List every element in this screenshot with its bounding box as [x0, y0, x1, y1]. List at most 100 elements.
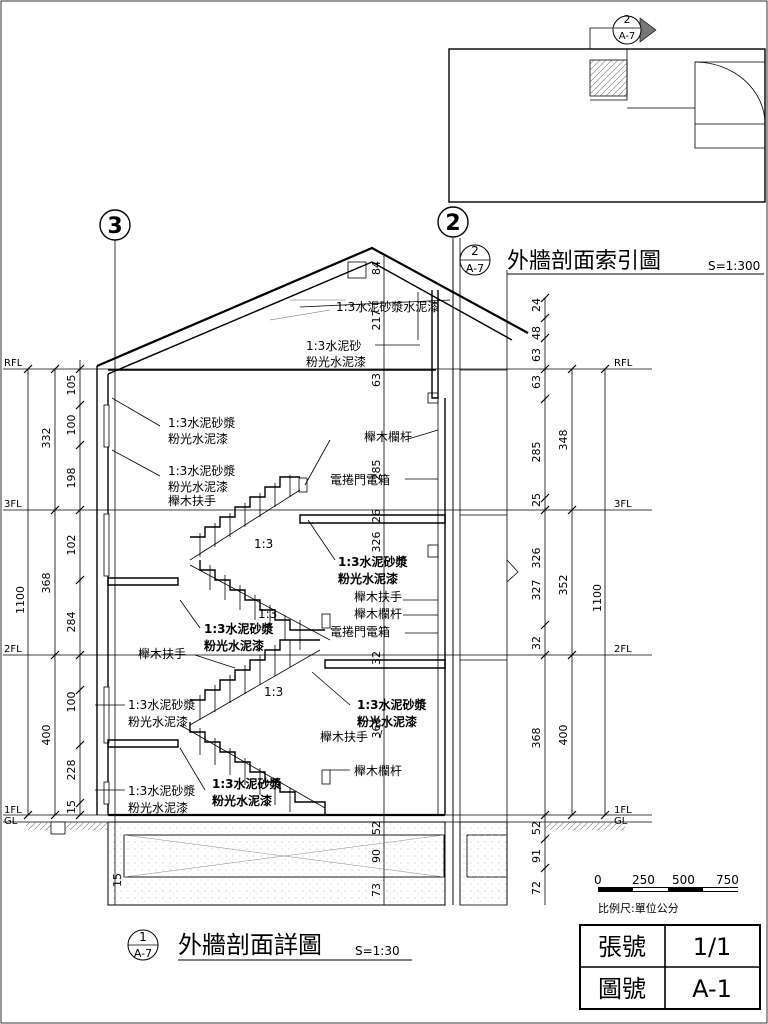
scale-bar: 0 250 500 750 比例尺:單位公分 — [594, 873, 739, 915]
index-scale: S=1:300 — [708, 259, 760, 273]
level-left-gl: GL — [4, 816, 18, 827]
scale-caption: 比例尺:單位公分 — [598, 901, 679, 915]
left-dim-mid-1: 332 — [40, 428, 53, 449]
level-right-rfl: RFL — [614, 358, 633, 369]
window-2f — [103, 686, 110, 744]
roof — [96, 246, 529, 399]
left-dim-mid-2: 368 — [40, 573, 53, 594]
note-n7-l2: 粉光水泥漆 — [338, 571, 398, 586]
ground-hatch-right — [545, 822, 625, 830]
note-n2-l1: 1:3水泥砂漿 — [168, 415, 235, 430]
right-dim-inner-12: 72 — [530, 881, 543, 895]
right-wall-profile — [427, 238, 519, 905]
section-index-title: 2 A-7 外牆剖面索引圖 S=1:300 — [459, 244, 764, 276]
right-dim-inner-2: 48 — [530, 326, 543, 340]
right-dim-inner-5: 285 — [530, 442, 543, 463]
note-n13-l2: 粉光水泥漆 — [357, 714, 417, 729]
left-dim-inner-7: 228 — [65, 760, 78, 781]
level-labels-right: RFL 3FL 2FL 1FL GL — [614, 358, 633, 827]
stair-flight-2f-up — [189, 639, 321, 726]
right-dimension-chains: 1100 348 352 400 24 48 63 63 285 25 327 … — [530, 293, 610, 905]
note-n7-l1: 1:3水泥砂漿 — [338, 554, 408, 569]
note-n15: 櫸木扶手 — [320, 729, 368, 744]
note-n18: 櫸木欄杆 — [354, 763, 402, 778]
left-dim-mid-3: 400 — [40, 725, 53, 746]
note-n12: 櫸木扶手 — [138, 646, 186, 661]
roof-note: 1:3水泥砂漿水泥漆 — [336, 299, 439, 314]
center-dim-7: 32 — [370, 651, 383, 665]
floor-slabs — [107, 398, 446, 817]
note-n1-l2: 粉光水泥漆 — [306, 355, 366, 369]
right-dim-inner-1: 24 — [530, 298, 543, 312]
ridge-block — [347, 261, 367, 279]
slope-label-1: 1:3 — [254, 537, 273, 551]
level-right-gl: GL — [614, 816, 628, 827]
level-left-rfl: RFL — [4, 358, 23, 369]
grid-label-2: 2 — [445, 211, 460, 236]
right-dim-inner-13: 326 — [530, 548, 543, 569]
note-n14-l2: 粉光水泥漆 — [128, 715, 188, 729]
scale-tick-250: 250 — [632, 873, 655, 887]
level-right-2fl: 2FL — [614, 644, 632, 655]
title-block-drawing-label: 圖號 — [598, 975, 646, 1003]
right-dim-outer: 1100 — [591, 584, 604, 612]
right-dim-inner-7: 327 — [530, 580, 543, 601]
right-dim-inner-8: 32 — [530, 636, 543, 650]
note-n10: 電捲門電箱 — [330, 624, 390, 639]
scale-tick-750: 750 — [716, 873, 739, 887]
door-swing — [694, 61, 766, 125]
main-title-scale: S=1:30 — [355, 944, 400, 958]
center-dim-1: 84 — [370, 261, 383, 275]
right-dim-inner-6: 25 — [530, 493, 543, 507]
right-dim-mid-2: 352 — [557, 575, 570, 596]
index-title: 外牆剖面索引圖 — [507, 249, 661, 274]
window-2f-upper — [103, 513, 110, 577]
foundation — [26, 821, 625, 906]
scale-tick-500: 500 — [672, 873, 695, 887]
note-n4: 櫸木扶手 — [168, 493, 216, 508]
title-block: 張號 1/1 圖號 A-1 — [579, 924, 761, 1010]
key-marker-num: 2 — [624, 13, 631, 26]
index-marker-sheet: A-7 — [466, 262, 484, 275]
note-n13-l1: 1:3水泥砂漿 — [357, 697, 427, 712]
key-marker-sheet: A-7 — [619, 31, 636, 42]
note-n8: 櫸木扶手 — [354, 589, 402, 604]
center-dim-6: 326 — [370, 532, 383, 553]
main-marker-num: 1 — [139, 930, 147, 944]
grid-bubble-3: 3 — [99, 209, 131, 241]
left-dim-inner-5: 284 — [65, 612, 78, 633]
right-dim-inner-10: 52 — [530, 821, 543, 835]
grid-label-3: 3 — [107, 214, 122, 239]
left-dim-inner-2: 100 — [65, 415, 78, 436]
level-left-1fl: 1FL — [4, 805, 22, 816]
right-dim-mid-3: 400 — [557, 725, 570, 746]
right-dim-inner-3: 63 — [530, 348, 543, 362]
stair-flight-3f — [189, 475, 308, 561]
left-dim-inner-8: 15 — [65, 800, 78, 814]
note-n11-l2: 粉光水泥漆 — [204, 638, 264, 653]
note-n17-l2: 粉光水泥漆 — [212, 793, 272, 808]
scale-tick-0: 0 — [594, 873, 602, 887]
left-dim-inner-4: 102 — [65, 535, 78, 556]
level-left-3fl: 3FL — [4, 499, 22, 510]
key-plan: 2 A-7 — [448, 13, 766, 203]
note-n3-l2: 粉光水泥漆 — [168, 480, 228, 494]
key-plan-section-marker: 2 A-7 — [612, 13, 657, 45]
window-3f — [103, 404, 110, 448]
center-dim-3: 63 — [370, 373, 383, 387]
left-exterior-wall — [96, 366, 110, 815]
level-lines — [3, 368, 652, 823]
left-dim-inner-6: 100 — [65, 692, 78, 713]
level-right-1fl: 1FL — [614, 805, 632, 816]
note-n2-l2: 粉光水泥漆 — [168, 432, 228, 446]
index-marker-num: 2 — [471, 244, 479, 258]
title-block-drawing-value: A-1 — [692, 975, 732, 1003]
note-n3-l1: 1:3水泥砂漿 — [168, 463, 235, 478]
left-dimension-chains: 1100 332 368 400 105 100 198 102 284 100… — [14, 360, 124, 887]
right-dim-inner-9: 368 — [530, 728, 543, 749]
left-dim-inner-3: 198 — [65, 468, 78, 489]
center-dim-4: 285 — [370, 460, 383, 481]
note-n14-l1: 1:3水泥砂漿 — [128, 697, 195, 712]
